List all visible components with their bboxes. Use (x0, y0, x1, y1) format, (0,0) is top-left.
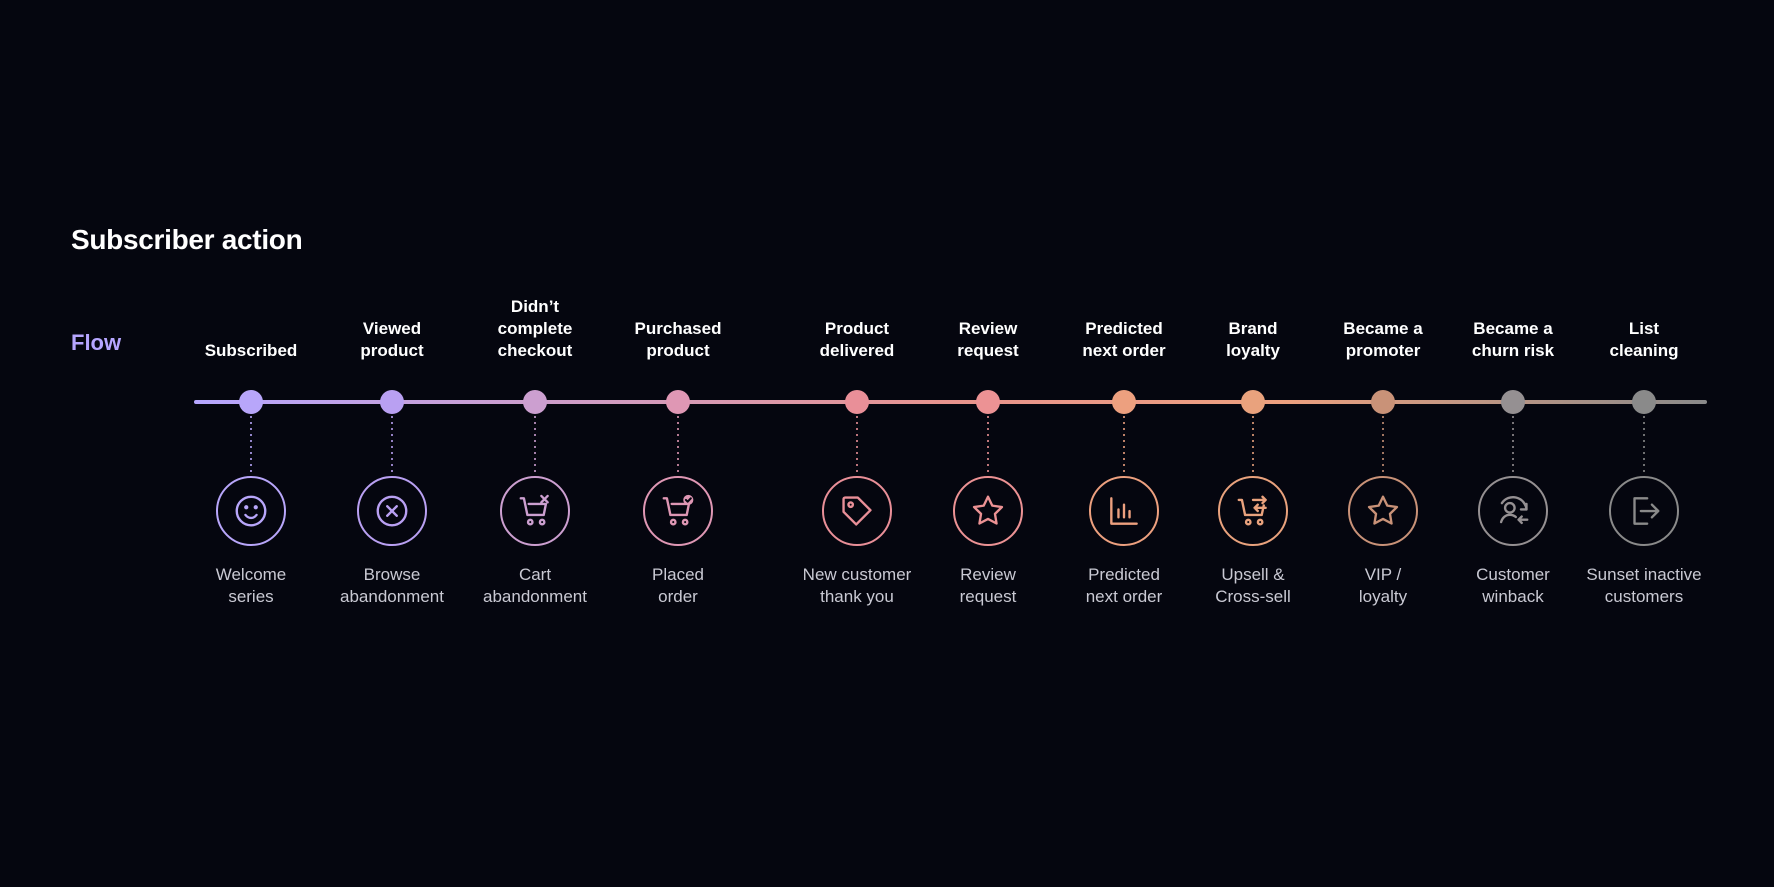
flow-name-label: Predicted next order (1085, 565, 1163, 606)
cart-x-icon (500, 476, 570, 546)
x-circle-icon (357, 476, 427, 546)
subscriber-action-label: Didn’t complete checkout (497, 297, 573, 360)
star-icon (953, 476, 1023, 546)
timeline-node (666, 390, 690, 414)
subscriber-action-label: Became a promoter (1343, 319, 1423, 360)
timeline-node (239, 390, 263, 414)
flow-name-label: New customer thank you (802, 565, 912, 606)
subscriber-action-label: Purchased product (634, 319, 722, 360)
flow-name-label: Sunset inactive customers (1586, 565, 1702, 606)
flow-name-label: Upsell & Cross-sell (1215, 565, 1291, 606)
subscriber-action-label: Subscribed (204, 341, 298, 360)
exit-icon (1609, 476, 1679, 546)
timeline-node (1241, 390, 1265, 414)
flow-row-label: Flow (71, 330, 122, 355)
timeline-node (523, 390, 547, 414)
timeline-node (1632, 390, 1656, 414)
timeline-node (976, 390, 1000, 414)
subscriber-action-label: Viewed product (360, 319, 424, 360)
timeline-node (845, 390, 869, 414)
flow-name-label: VIP / loyalty (1358, 565, 1408, 606)
subscriber-action-label: List cleaning (1609, 319, 1679, 360)
tag-icon (822, 476, 892, 546)
flow-name-label: Customer winback (1476, 565, 1550, 606)
flow-name-label: Review request (959, 565, 1017, 606)
star-icon (1348, 476, 1418, 546)
timeline-node (1112, 390, 1136, 414)
flow-name-label: Browse abandonment (340, 565, 444, 606)
flow-name-label: Welcome series (215, 565, 287, 606)
user-return-icon (1478, 476, 1548, 546)
smiley-icon (216, 476, 286, 546)
timeline-node (1371, 390, 1395, 414)
cart-swap-icon (1218, 476, 1288, 546)
timeline-node (380, 390, 404, 414)
subscriber-action-label: Brand loyalty (1226, 319, 1280, 360)
timeline-node (1501, 390, 1525, 414)
subscriber-action-label: Product delivered (819, 319, 895, 360)
subscriber-action-label: Became a churn risk (1471, 319, 1555, 360)
bar-chart-icon (1089, 476, 1159, 546)
subscriber-action-label: Predicted next order (1082, 319, 1166, 360)
flow-name-label: Placed order (652, 565, 704, 606)
flow-name-label: Cart abandonment (483, 565, 587, 606)
cart-check-icon (643, 476, 713, 546)
subscriber-action-label: Review request (957, 319, 1019, 360)
page-title: Subscriber action (71, 224, 303, 255)
